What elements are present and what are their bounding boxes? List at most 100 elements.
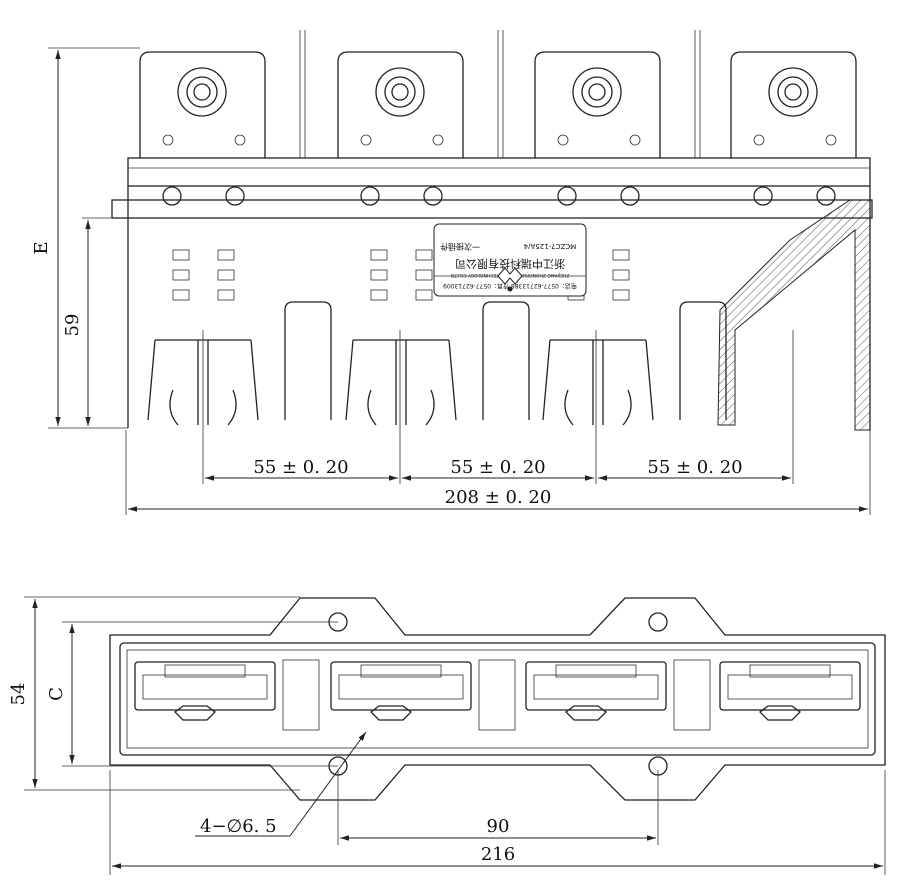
mounting-holes xyxy=(328,612,668,776)
rail-hole xyxy=(225,186,245,206)
dim-54-label: 54 xyxy=(8,683,29,706)
pole-module xyxy=(719,661,861,721)
slot xyxy=(612,269,630,281)
slot xyxy=(370,249,388,261)
dim-e-label: E xyxy=(31,241,52,254)
bolt-head xyxy=(391,83,409,101)
slot xyxy=(172,289,190,301)
module-housing xyxy=(719,661,861,711)
separator-block xyxy=(282,659,320,731)
base-outline xyxy=(109,597,886,801)
terminal-lugs xyxy=(139,30,857,206)
rail-hole xyxy=(620,186,640,206)
slot xyxy=(370,289,388,301)
lug-hole xyxy=(629,134,641,146)
module-housing xyxy=(134,661,276,711)
hole-callout: 4−∅6. 5 xyxy=(200,816,277,837)
lug-hole xyxy=(557,134,569,146)
lug-hole xyxy=(234,134,246,146)
slot xyxy=(612,289,630,301)
module-clip xyxy=(164,664,246,678)
module-contact xyxy=(338,674,464,700)
overall-width-dim: 208 ± 0. 20 xyxy=(445,487,552,508)
pitch-dim-1: 55 ± 0. 20 xyxy=(253,457,348,478)
pitch-dim-3: 55 ± 0. 20 xyxy=(647,457,742,478)
hex-nut xyxy=(759,705,801,721)
slot xyxy=(415,249,433,261)
module-housing xyxy=(525,661,667,711)
lug-outline xyxy=(139,51,266,158)
slot-marks xyxy=(370,249,433,301)
bolt-nut xyxy=(186,76,218,108)
pole-module xyxy=(330,659,516,731)
nameplate-company-cn: 浙江中瑞科技有限公司 xyxy=(455,257,565,271)
slot xyxy=(415,269,433,281)
lug-hole xyxy=(825,134,837,146)
front-view: 电话：0577-62713388 传真：0577-62713009 ZHEJIA… xyxy=(31,30,873,515)
terminal-lug xyxy=(337,30,504,206)
separator-block xyxy=(478,659,516,731)
dim-c-label: C xyxy=(46,687,67,701)
pitch-dim-2: 55 ± 0. 20 xyxy=(450,457,545,478)
plan-view: 54 C 4−∅6. 5 90 216 xyxy=(8,596,886,875)
contact-finger xyxy=(542,339,654,426)
mounting-flange xyxy=(111,199,873,219)
section-cutaway xyxy=(717,199,871,431)
lug-hole xyxy=(162,134,174,146)
bolt-washer xyxy=(768,67,818,117)
module-contact xyxy=(533,674,659,700)
rail-hole xyxy=(360,186,380,206)
nameplate: 电话：0577-62713388 传真：0577-62713009 ZHEJIA… xyxy=(433,223,587,297)
bolt-washer xyxy=(375,67,425,117)
contact-finger xyxy=(345,339,457,426)
terminal-lug xyxy=(139,30,306,206)
company-logo xyxy=(497,267,523,285)
module-contact xyxy=(727,674,853,700)
contact-fingers xyxy=(147,339,654,426)
slot xyxy=(217,289,235,301)
front-dimensions: E 59 55 ± 0. 20 55 ± 0. 20 55 ± 0. 20 20… xyxy=(31,47,871,515)
bolt-washer xyxy=(177,67,227,117)
module-housing xyxy=(330,661,472,711)
plan-dimensions: 54 C 4−∅6. 5 90 216 xyxy=(8,596,886,875)
pin-spike xyxy=(299,30,306,158)
rail-hole xyxy=(816,186,836,206)
slot xyxy=(612,249,630,261)
plan-overall-width-dim: 216 xyxy=(481,844,515,865)
hex-nut xyxy=(565,705,607,721)
nameplate-phone: 电话：0577-62713388 传真：0577-62713009 xyxy=(443,282,577,290)
module-clip xyxy=(360,664,442,678)
rail-hole xyxy=(557,186,577,206)
contact-finger-group xyxy=(345,339,457,426)
bolt-head xyxy=(193,83,211,101)
bolt-head xyxy=(784,83,802,101)
lug-outline xyxy=(337,51,464,158)
bolt-washer xyxy=(572,67,622,117)
module-clip xyxy=(749,664,831,678)
bolt-nut xyxy=(777,76,809,108)
nameplate-model: MCZC7-125A/4 xyxy=(523,242,576,250)
bolt-nut xyxy=(384,76,416,108)
bolt-nut xyxy=(581,76,613,108)
slot xyxy=(370,269,388,281)
hex-nut xyxy=(174,705,216,721)
bolt-head xyxy=(588,83,606,101)
hex-nut xyxy=(370,705,412,721)
barrier-tab xyxy=(482,301,530,420)
slot-marks xyxy=(172,249,235,301)
slot xyxy=(415,289,433,301)
rail-hole xyxy=(753,186,773,206)
pin-spike xyxy=(497,30,504,158)
slot xyxy=(217,249,235,261)
upper-rail xyxy=(127,157,871,187)
slot xyxy=(172,269,190,281)
separator-block xyxy=(673,659,711,731)
barrier-tab xyxy=(284,301,332,420)
slot xyxy=(217,269,235,281)
lug-outline xyxy=(534,51,661,158)
lug-outline xyxy=(730,51,857,158)
pole-module xyxy=(525,659,711,731)
rail-hole xyxy=(162,186,182,206)
module-clip xyxy=(555,664,637,678)
